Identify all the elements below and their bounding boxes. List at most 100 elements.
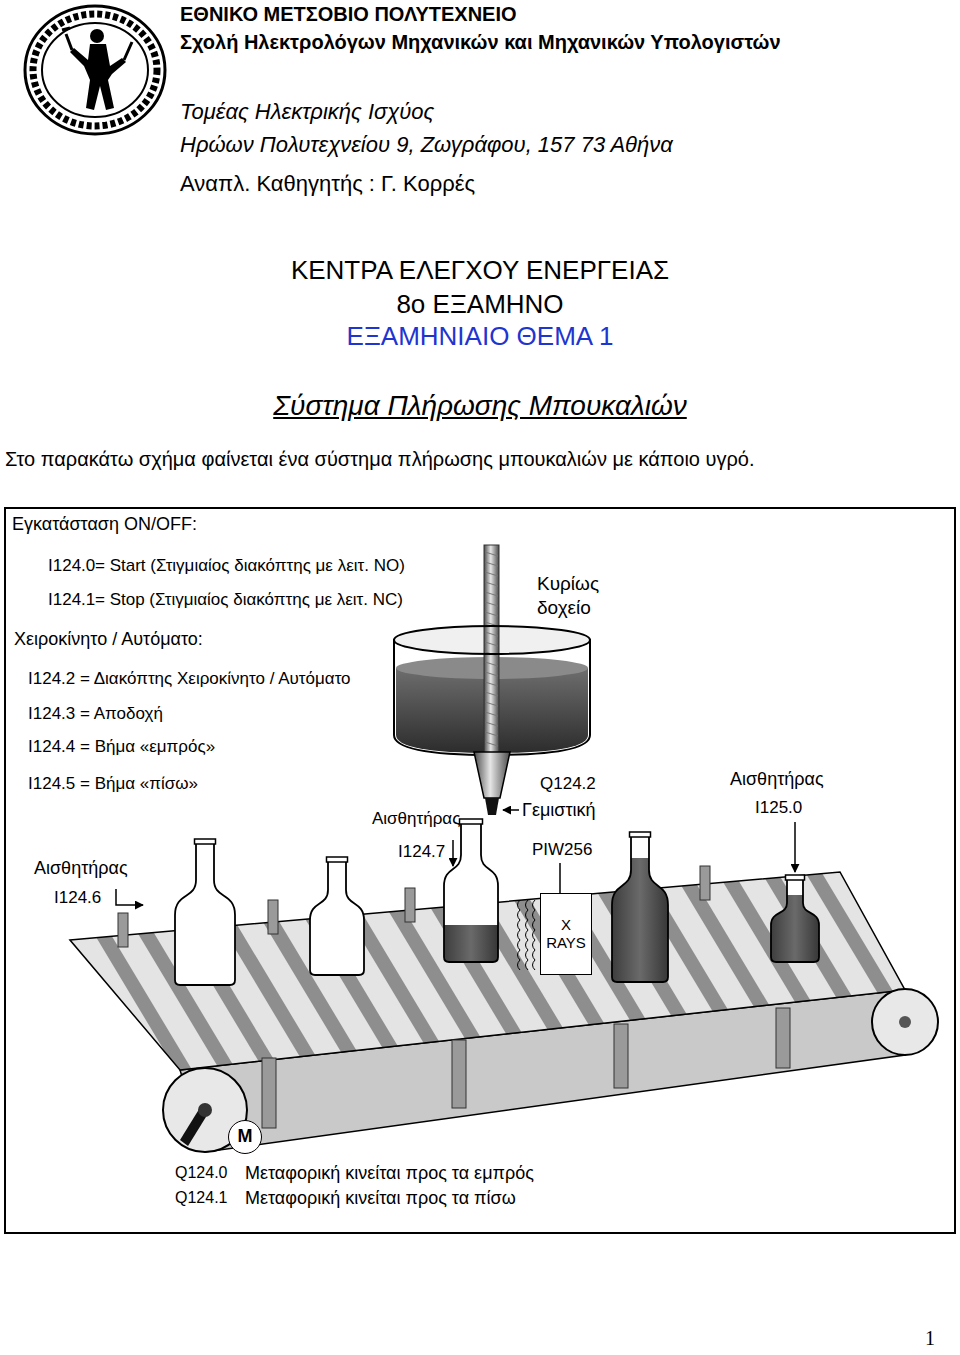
sensor-arrow [794, 822, 796, 872]
bottle-outline [175, 842, 235, 985]
sensor-arrow [116, 889, 143, 905]
signal-name: I125.0 [755, 797, 802, 818]
signal-description: Μεταφορική κινείται προς τα εμπρός [245, 1162, 534, 1185]
university-seal [25, 6, 165, 134]
belt-stripe [932, 850, 960, 1100]
page-number: 1 [925, 1326, 935, 1351]
belt-stripe [712, 850, 862, 1100]
belt-stripe [844, 850, 960, 1100]
bottle-outline [444, 822, 498, 962]
rod-thread [485, 662, 498, 666]
bottle-lip [786, 875, 805, 880]
belt-divider [614, 1024, 628, 1088]
signal-name: I124.2 [28, 668, 75, 689]
bottle-lip [630, 832, 651, 837]
belt-divider [118, 913, 128, 947]
header-text: Ηρώων Πολυτεχνείου 9, Ζωγράφου, 157 73 Α… [180, 131, 673, 159]
intro-text: Στο παρακάτω σχήμα φαίνεται ένα σύστημα … [5, 447, 755, 472]
subtitle: 8ο ΕΞΑΜΗΝΟ [0, 288, 960, 321]
belt-stripe [8, 850, 158, 1100]
rod-thread [485, 642, 498, 646]
motor-symbol: M [228, 1120, 262, 1154]
node-text: M [236, 1126, 255, 1148]
rod-thread [485, 672, 498, 676]
seal-figure-head [90, 29, 104, 43]
bottle-liquid [769, 895, 821, 964]
signal-description: = Βήμα «εμπρός» [80, 736, 215, 757]
signal-name: I124.7 [398, 841, 445, 862]
subtitle: ΕΞΑΜΗΝΙΑΙΟ ΘΕΜΑ 1 [0, 320, 960, 353]
signal-name: I124.0 [48, 555, 95, 576]
belt-stripe [0, 850, 70, 1100]
belt-stripe [888, 850, 960, 1100]
belt-stripe [272, 850, 422, 1100]
bottle-body [175, 842, 235, 985]
bottle-lip [327, 857, 348, 862]
belt-divider [700, 866, 710, 900]
rod-thread [485, 612, 498, 616]
signal-description: = Stop (Στιγμιαίος διακόπτης με λειτ. NC… [95, 589, 403, 610]
bottle-lip [195, 839, 216, 844]
group-heading: Εγκατάσταση ON/OFF: [12, 513, 197, 536]
tank-rim [394, 626, 590, 654]
belt-stripe [580, 850, 730, 1100]
xray-wave [518, 900, 521, 970]
bottle-liquid [610, 858, 670, 984]
page-title: ΚΕΝΤΡΑ ΕΛΕΓΧΟΥ ΕΝΕΡΓΕΙΑΣ [0, 254, 960, 287]
bottle-outline [771, 878, 819, 962]
bottle-body [310, 860, 364, 975]
signal-name: Q124.2 [540, 773, 596, 794]
part-label: Αισθητήρας [34, 857, 128, 880]
seal-outer [25, 6, 165, 134]
signal-name: Q124.0 [175, 1163, 227, 1183]
signal-name: I124.3 [28, 703, 75, 724]
xray-sensor-box: X RAYS [540, 893, 592, 975]
signal-description: = Start (Στιγμιαίος διακόπτης με λειτ. N… [95, 555, 405, 576]
belt-divider [262, 1058, 276, 1128]
bottle-outline [310, 860, 364, 975]
seal-torch [62, 28, 132, 60]
belt-stripe [756, 850, 906, 1100]
group-heading: Χειροκίνητο / Αυτόματο: [14, 628, 203, 651]
belt-divider [452, 1040, 466, 1108]
signal-name: I124.5 [28, 773, 75, 794]
header-text: ΕΘΝΙΚΟ ΜΕΤΣΟΒΙΟ ΠΟΛΥΤΕΧΝΕΙΟ [180, 2, 517, 27]
xray-waves [518, 900, 536, 970]
signal-name: PIW256 [532, 839, 592, 860]
signal-name: I124.1 [48, 589, 95, 610]
belt-divider [776, 1008, 790, 1068]
signal-description: = Αποδοχή [80, 703, 163, 724]
rod-thread [485, 692, 498, 696]
belt-divider [268, 900, 278, 934]
part-label: Γεμιστική [522, 799, 596, 822]
signal-name: I124.4 [28, 736, 75, 757]
nozzle [474, 752, 510, 798]
bottles [175, 819, 821, 985]
node-text: X RAYS [541, 916, 591, 952]
rod-thread [485, 552, 498, 556]
rod-thread [485, 702, 498, 706]
rod-thread [485, 742, 498, 746]
signal-description: = Διακόπτης Χειροκίνητο / Αυτόματο [80, 668, 351, 689]
rod-thread [485, 732, 498, 736]
right-roller-hub [899, 1016, 911, 1028]
nozzle-tip [485, 798, 499, 815]
signal-name: Q124.1 [175, 1188, 227, 1208]
rod-thread [485, 712, 498, 716]
seal-figure [70, 44, 126, 110]
rod-thread [485, 582, 498, 586]
rod-thread [485, 562, 498, 566]
figure-frame [5, 508, 955, 1233]
left-roller-hub [198, 1103, 212, 1117]
part-label: Κυρίως δοχείο [537, 572, 621, 620]
rod-thread [485, 572, 498, 576]
rod-thread [485, 722, 498, 726]
section-heading: Σύστημα Πλήρωσης Μπουκαλιών [0, 388, 960, 423]
xray-wave [526, 900, 529, 970]
signal-description: = Βήμα «πίσω» [80, 773, 198, 794]
filler-arrow [503, 809, 519, 811]
belt-stripe [668, 850, 818, 1100]
part-label: Αισθητήρας [372, 808, 460, 829]
